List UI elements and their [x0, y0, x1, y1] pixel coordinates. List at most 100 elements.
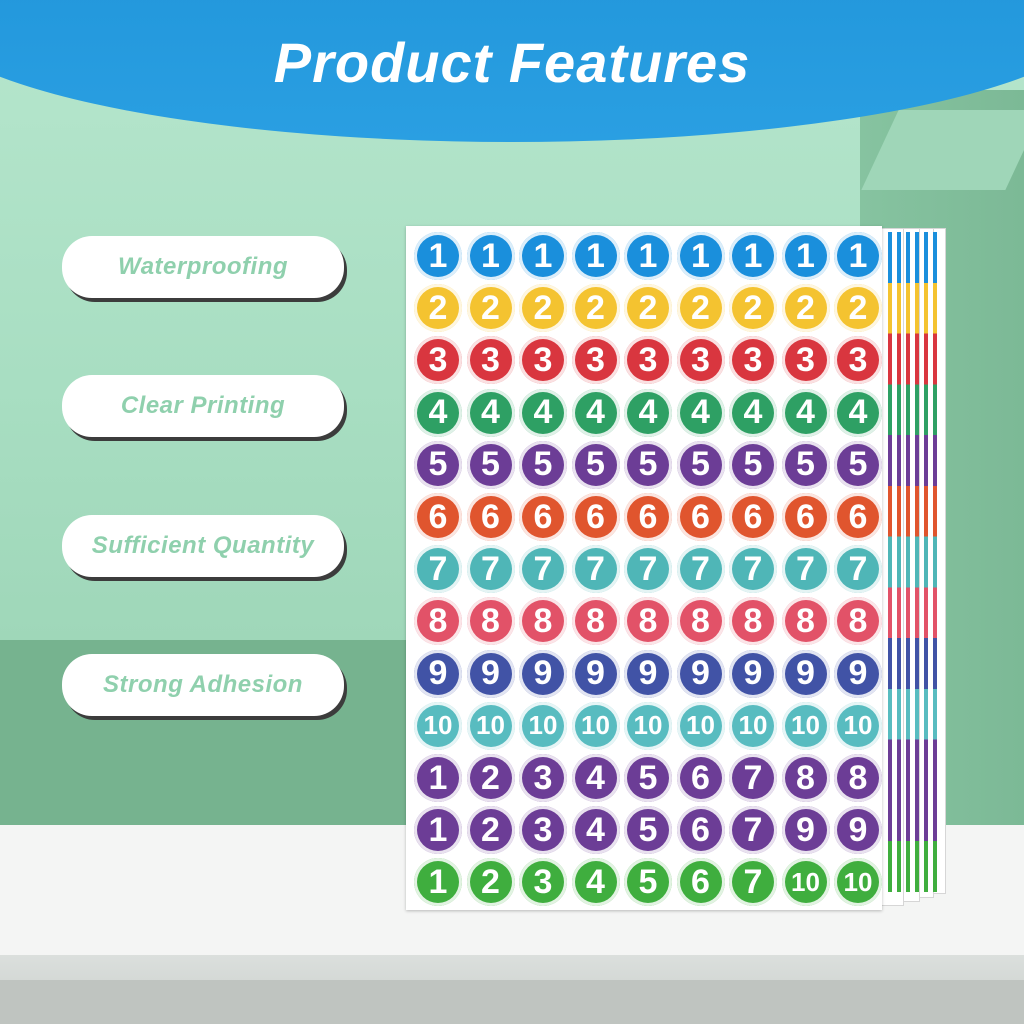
- number-sticker: 9: [519, 649, 567, 698]
- number-sticker: 9: [624, 649, 672, 698]
- number-sticker: 1: [571, 232, 620, 280]
- number-sticker: 7: [729, 806, 777, 855]
- page-title: Product Features: [273, 31, 751, 94]
- number-sticker: 10: [781, 701, 830, 750]
- number-sticker: 3: [624, 336, 672, 385]
- number-sticker: 3: [414, 336, 462, 385]
- number-sticker: 2: [466, 858, 515, 907]
- number-sticker: 7: [729, 754, 777, 802]
- number-sticker: 6: [519, 493, 567, 541]
- number-sticker: 3: [519, 858, 567, 907]
- number-sticker: 6: [781, 493, 830, 541]
- number-sticker: 6: [834, 493, 882, 541]
- number-sticker: 2: [519, 284, 567, 333]
- number-sticker: 9: [781, 649, 830, 698]
- number-sticker: 10: [834, 701, 882, 750]
- number-sticker: 7: [834, 545, 882, 594]
- number-sticker: 10: [519, 701, 567, 750]
- number-sticker: 6: [676, 754, 725, 802]
- sheet-edge: [915, 232, 919, 892]
- number-sticker: 7: [466, 545, 515, 594]
- number-sticker: 2: [466, 806, 515, 855]
- number-sticker: 1: [414, 754, 462, 802]
- number-sticker: 10: [781, 858, 830, 907]
- number-sticker: 4: [571, 754, 620, 802]
- number-sticker: 5: [571, 440, 620, 489]
- number-sticker: 9: [729, 649, 777, 698]
- sheet-edge: [888, 232, 892, 892]
- number-sticker: 3: [729, 336, 777, 385]
- number-sticker: 8: [571, 597, 620, 646]
- number-sticker: 5: [676, 440, 725, 489]
- number-sticker: 4: [519, 388, 567, 437]
- number-sticker: 6: [571, 493, 620, 541]
- number-sticker: 3: [834, 336, 882, 385]
- number-sticker: 4: [834, 388, 882, 437]
- number-sticker: 9: [676, 649, 725, 698]
- number-sticker: 8: [624, 597, 672, 646]
- number-sticker: 10: [834, 858, 882, 907]
- feature-pill: Sufficient Quantity: [62, 515, 344, 577]
- number-sticker: 6: [466, 493, 515, 541]
- number-sticker: 10: [571, 701, 620, 750]
- number-sticker: 3: [519, 336, 567, 385]
- number-sticker: 9: [466, 649, 515, 698]
- number-sticker: 6: [676, 858, 725, 907]
- number-sticker: 8: [781, 597, 830, 646]
- number-sticker: 8: [834, 754, 882, 802]
- number-sticker: 10: [624, 701, 672, 750]
- number-sticker: 3: [571, 336, 620, 385]
- number-sticker: 5: [781, 440, 830, 489]
- feature-pill: Waterproofing: [62, 236, 344, 298]
- number-sticker: 7: [729, 858, 777, 907]
- number-sticker: 1: [414, 806, 462, 855]
- number-sticker: 2: [466, 284, 515, 333]
- number-sticker: 3: [676, 336, 725, 385]
- number-sticker: 5: [624, 858, 672, 907]
- number-sticker: 10: [466, 701, 515, 750]
- number-sticker: 4: [571, 388, 620, 437]
- number-sticker: 7: [781, 545, 830, 594]
- feature-label: Strong Adhesion: [103, 671, 303, 698]
- number-sticker: 3: [466, 336, 515, 385]
- number-sticker: 3: [519, 754, 567, 802]
- number-sticker: 6: [729, 493, 777, 541]
- number-sticker: 2: [414, 284, 462, 333]
- number-sticker: 5: [624, 754, 672, 802]
- feature-pill: Clear Printing: [62, 375, 344, 437]
- number-sticker: 7: [571, 545, 620, 594]
- number-sticker: 7: [676, 545, 725, 594]
- number-sticker: 7: [624, 545, 672, 594]
- number-sticker: 8: [466, 597, 515, 646]
- number-sticker: 1: [729, 232, 777, 280]
- number-sticker: 10: [676, 701, 725, 750]
- number-sticker: 10: [414, 701, 462, 750]
- number-sticker: 3: [519, 806, 567, 855]
- feature-label: Sufficient Quantity: [91, 532, 315, 559]
- number-sticker: 1: [414, 858, 462, 907]
- number-sticker: 1: [624, 232, 672, 280]
- number-sticker: 9: [781, 806, 830, 855]
- number-sticker: 3: [781, 336, 830, 385]
- number-sticker: 8: [676, 597, 725, 646]
- number-sticker: 7: [729, 545, 777, 594]
- number-sticker: 2: [466, 754, 515, 802]
- number-sticker: 4: [624, 388, 672, 437]
- number-sticker: 2: [834, 284, 882, 333]
- number-sticker: 8: [781, 754, 830, 802]
- number-sticker: 5: [729, 440, 777, 489]
- number-sticker: 4: [414, 388, 462, 437]
- number-sticker: 4: [676, 388, 725, 437]
- number-sticker: 9: [414, 649, 462, 698]
- number-sticker: 7: [519, 545, 567, 594]
- number-sticker: 4: [466, 388, 515, 437]
- sheet-edge: [924, 232, 928, 892]
- number-sticker: 9: [834, 649, 882, 698]
- number-sticker: 5: [414, 440, 462, 489]
- number-sticker: 9: [834, 806, 882, 855]
- sticker-sheet-edges: [880, 232, 944, 892]
- number-sticker: 4: [781, 388, 830, 437]
- number-sticker: 6: [676, 493, 725, 541]
- feature-pill: Strong Adhesion: [62, 654, 344, 716]
